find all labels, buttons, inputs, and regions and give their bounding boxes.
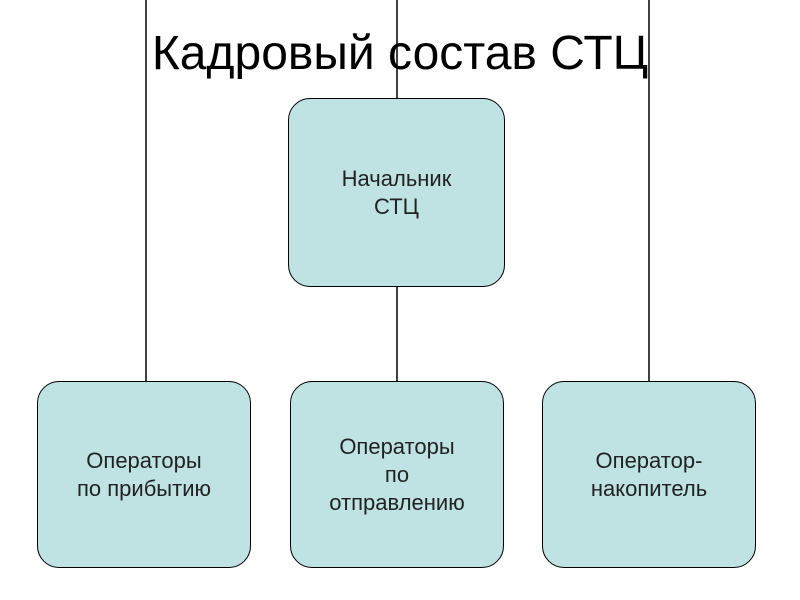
node-arrival-label: Операторы по прибытию — [77, 447, 211, 501]
node-head-label: Начальник СТЦ — [341, 165, 452, 219]
node-departure-label: Операторы по отправлению — [329, 433, 465, 515]
node-accumulator-label: Оператор- накопитель — [590, 447, 708, 501]
node-head: Начальник СТЦ — [288, 98, 505, 287]
node-departure-operators: Операторы по отправлению — [290, 381, 504, 568]
page-title: Кадровый состав СТЦ — [151, 27, 649, 80]
node-arrival-operators: Операторы по прибытию — [37, 381, 251, 568]
node-accumulator-operator: Оператор- накопитель — [542, 381, 756, 568]
